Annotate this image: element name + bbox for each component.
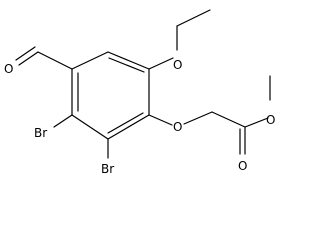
aldehyde-double-bond-a: [18, 51, 39, 66]
ring-bond-c3-c4: [107, 114, 150, 140]
ethoxy-bond-ch2-ch3: [176, 9, 211, 27]
ring-bond-c4-c5: [71, 114, 109, 140]
ester-ether-oxygen-label: O: [266, 113, 275, 127]
ring-double-bond-inner-b: [107, 112, 144, 134]
bromine-upper-label: Br: [34, 126, 47, 140]
aryl-ether-bond-o-ch2: [183, 111, 213, 125]
ethoxy-oxygen-label: O: [173, 58, 182, 72]
chemical-structure: O O O O O Br Br: [4, 9, 275, 176]
aryl-ether-oxygen-label: O: [173, 120, 182, 134]
carbonyl-oxygen-label: O: [238, 159, 247, 173]
ring-bond-c1-c2: [107, 51, 150, 70]
bromine-lower-label: Br: [101, 162, 114, 176]
ring-bond-c6-c1: [71, 51, 109, 70]
structure-canvas: O O O O O Br Br: [4, 9, 275, 176]
aldehyde-bond-ring: [37, 51, 73, 70]
ring-double-bond-inner-a: [108, 57, 145, 73]
ethoxy-bond-ring: [148, 57, 174, 70]
bromine-upper-bond: [53, 114, 73, 128]
ester-bond-c-o: [244, 117, 269, 128]
ester-bond-ch2-c: [211, 111, 246, 128]
aldehyde-oxygen-label: O: [4, 62, 13, 76]
aldehyde-double-bond-b: [15, 46, 36, 61]
aryl-ether-bond-ring: [148, 114, 173, 126]
